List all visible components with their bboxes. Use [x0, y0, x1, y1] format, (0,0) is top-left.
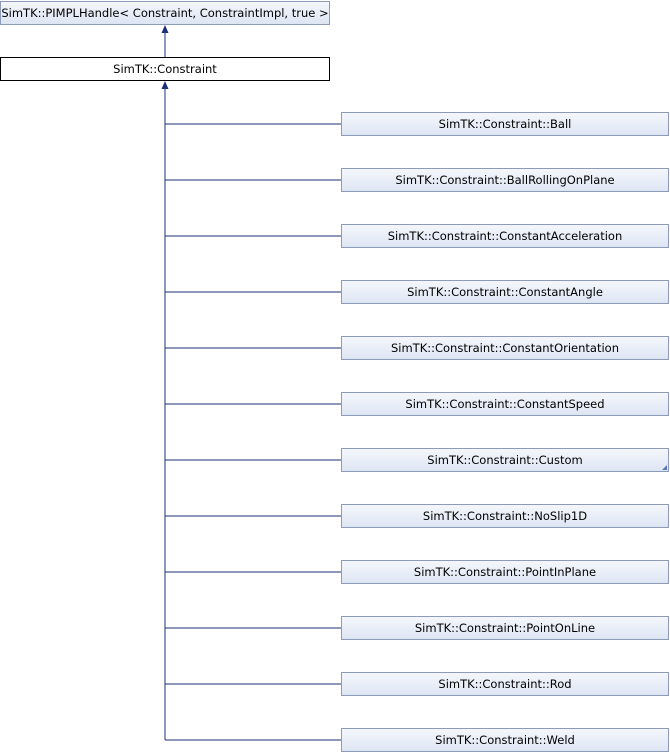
derived-class-label: SimTK::Constraint::PointInPlane — [413, 565, 597, 579]
base-class-node[interactable]: SimTK::PIMPLHandle< Constraint, Constrai… — [0, 1, 330, 25]
current-class-label: SimTK::Constraint — [113, 62, 217, 76]
derived-class-node[interactable]: SimTK::Constraint::PointOnLine — [341, 616, 669, 640]
derived-class-label: SimTK::Constraint::ConstantAcceleration — [387, 229, 623, 243]
derived-class-node[interactable]: SimTK::Constraint::PointInPlane — [341, 560, 669, 584]
derived-class-node[interactable]: SimTK::Constraint::Rod — [341, 672, 669, 696]
derived-class-node[interactable]: SimTK::Constraint::NoSlip1D — [341, 504, 669, 528]
current-class-node: SimTK::Constraint — [0, 57, 330, 81]
derived-class-node[interactable]: SimTK::Constraint::ConstantOrientation — [341, 336, 669, 360]
derived-class-node[interactable]: SimTK::Constraint::BallRollingOnPlane — [341, 168, 669, 192]
derived-class-label: SimTK::Constraint::Weld — [435, 733, 575, 747]
derived-class-label: SimTK::Constraint::BallRollingOnPlane — [395, 173, 615, 187]
arrow-head-base — [161, 25, 169, 33]
derived-class-node[interactable]: SimTK::Constraint::ConstantAcceleration — [341, 224, 669, 248]
derived-class-label: SimTK::Constraint::PointOnLine — [414, 621, 596, 635]
derived-class-label: SimTK::Constraint::Custom — [427, 453, 583, 467]
derived-class-node[interactable]: SimTK::Constraint::ConstantSpeed — [341, 392, 669, 416]
derived-class-label: SimTK::Constraint::Rod — [438, 677, 572, 691]
derived-class-node[interactable]: SimTK::Constraint::ConstantAngle — [341, 280, 669, 304]
derived-class-node[interactable]: SimTK::Constraint::Ball — [341, 112, 669, 136]
derived-class-node[interactable]: SimTK::Constraint::Custom — [341, 448, 669, 472]
derived-class-label: SimTK::Constraint::ConstantSpeed — [405, 397, 605, 411]
derived-class-label: SimTK::Constraint::ConstantOrientation — [390, 341, 619, 355]
more-subclasses-marker — [662, 465, 667, 470]
derived-class-node[interactable]: SimTK::Constraint::Weld — [341, 728, 669, 752]
derived-class-label: SimTK::Constraint::NoSlip1D — [422, 509, 588, 523]
base-class-label: SimTK::PIMPLHandle< Constraint, Constrai… — [1, 6, 329, 20]
derived-class-label: SimTK::Constraint::Ball — [438, 117, 572, 131]
derived-class-label: SimTK::Constraint::ConstantAngle — [407, 285, 603, 299]
arrow-head-current — [161, 81, 169, 89]
